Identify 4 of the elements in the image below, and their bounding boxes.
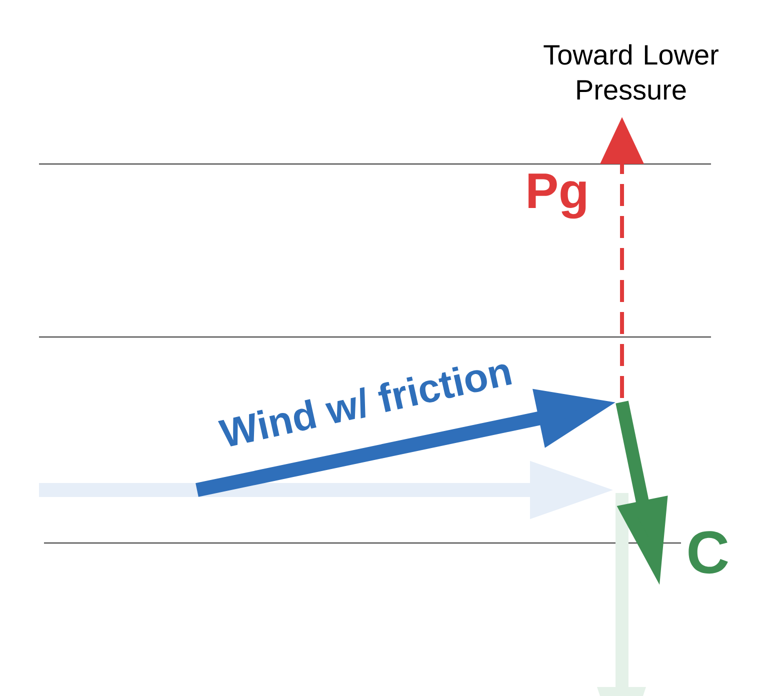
- force-label: Pg: [528, 174, 586, 219]
- force-label: C: [688, 531, 728, 574]
- annotation-text: Toward Lower Pressure: [544, 44, 718, 100]
- arrow-label: Wind w/ friction: [218, 364, 512, 446]
